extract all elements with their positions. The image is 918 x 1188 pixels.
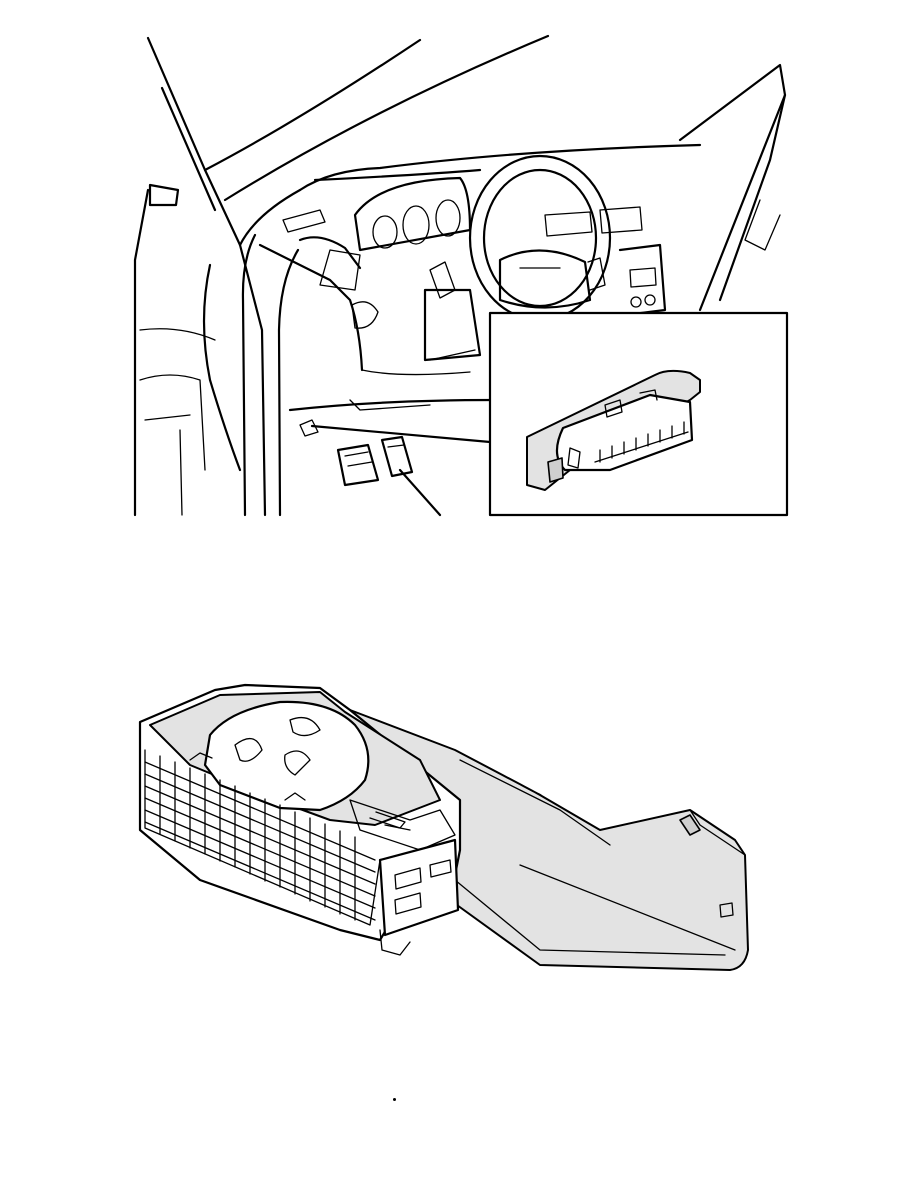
obd-connector-inset [488,311,789,517]
connector-body [138,683,462,956]
cavity-grid [144,755,376,921]
pedals [299,419,492,517]
dashboard-obd-illustration [0,0,918,540]
door-panel [133,183,242,517]
page-mark [393,1098,396,1101]
connector-module-drawing [138,683,749,971]
connector-module-illustration [0,650,918,1010]
right-pillar [678,63,787,312]
dashboard-obd-drawing [133,34,789,517]
bracket [349,709,749,971]
a-pillar [146,34,550,517]
